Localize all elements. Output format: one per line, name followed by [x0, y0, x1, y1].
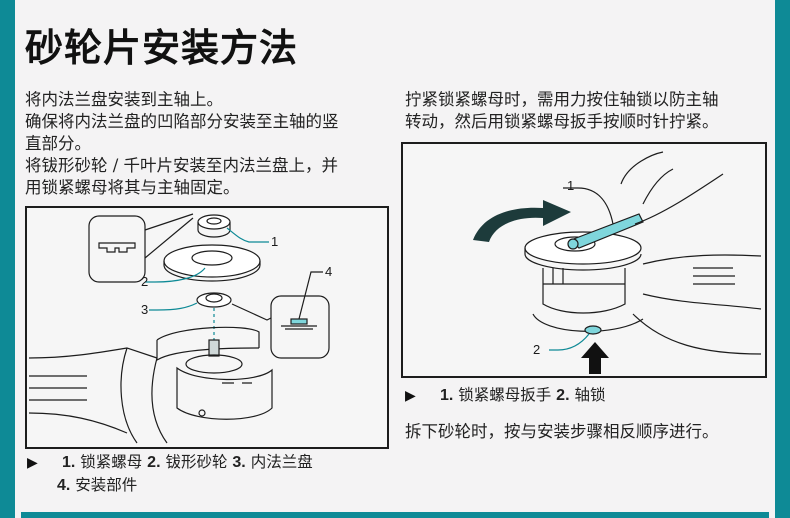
callout-line-1: [226, 227, 269, 243]
caption-text: 钹形砂轮: [165, 453, 228, 471]
bottom-accent-bar: [21, 512, 769, 518]
caption-number: 3.: [232, 454, 246, 471]
lock-nut-icon: [197, 214, 231, 230]
right-accent-bar: [775, 0, 790, 518]
instruction-line: 直部分。: [25, 134, 91, 153]
install-instructions: 将内法兰盘安装到主轴上。 确保将内法兰盘的凹陷部分安装至主轴的竖 直部分。 将钹…: [25, 89, 395, 199]
caption-text: 安装部件: [75, 476, 138, 494]
caption-number: 2.: [147, 454, 161, 471]
tightening-figure-caption: ▶ 1. 锁紧螺母扳手 2. 轴锁: [405, 384, 765, 407]
inset-leader-line: [144, 213, 194, 259]
caption-text: 锁紧螺母扳手: [458, 386, 552, 404]
instruction-line: 确保将内法兰盘的凹陷部分安装至主轴的竖: [25, 112, 339, 131]
lock-nut-profile-icon: [98, 242, 136, 253]
instruction-line: 拧紧锁紧螺母时，需用力按住轴锁以防主轴: [405, 90, 719, 109]
triangle-right-icon: ▶: [405, 388, 416, 404]
caption-text: 内法兰盘: [250, 453, 313, 471]
callout-label-1: 1: [567, 178, 575, 193]
shaft-lock-icon: [584, 325, 602, 335]
page-title: 砂轮片安装方法: [25, 26, 299, 70]
callout-label-4: 4: [325, 264, 333, 279]
tighten-instructions: 拧紧锁紧螺母时，需用力按住轴锁以防主轴 转动，然后用锁紧螺母扳手按顺时针拧紧。: [405, 89, 765, 133]
instruction-line: 将内法兰盘安装到主轴上。: [25, 90, 223, 109]
wheel-guard-icon: [156, 326, 260, 362]
callout-line-2: [549, 333, 590, 351]
tightening-figure: 1 2: [401, 142, 767, 378]
callout-line-4: [298, 271, 323, 320]
callout-label-2: 2: [141, 274, 149, 289]
instruction-line: 转动，然后用锁紧螺母扳手按顺时针拧紧。: [405, 112, 719, 131]
inner-flange-icon: [196, 292, 232, 308]
left-accent-bar: [0, 0, 15, 518]
caption-number: 1.: [61, 454, 76, 471]
inset-leader-line: [231, 303, 272, 321]
caption-number: 1.: [439, 387, 454, 404]
triangle-right-icon: ▶: [27, 455, 38, 471]
assembly-figure: 1 2 3 4: [25, 206, 389, 449]
instruction-line: 将钹形砂轮 / 千叶片安装至内法兰盘上，并: [25, 156, 339, 175]
mounting-part-detail-inset: [270, 295, 330, 359]
depressed-center-wheel-icon: [163, 244, 261, 278]
caption-number: 4.: [57, 477, 71, 494]
lock-nut-detail-inset: [88, 215, 146, 283]
caption-number: 2.: [556, 387, 570, 404]
callout-line-2: [145, 267, 206, 283]
caption-text: 轴锁: [574, 386, 606, 404]
callout-label-2: 2: [533, 342, 541, 357]
instruction-line: 用锁紧螺母将其与主轴固定。: [25, 178, 240, 197]
grinder-assembly-illustration: [28, 213, 330, 444]
push-arrow-icon: [581, 342, 609, 374]
rotation-arrow-icon: [473, 200, 571, 242]
removal-note: 拆下砂轮时，按与安装步骤相反顺序进行。: [405, 422, 719, 441]
grinder-body-icon: [28, 347, 158, 434]
assembly-figure-caption: ▶ 1. 锁紧螺母 2. 钹形砂轮 3. 内法兰盘 4. 安装部件: [27, 451, 397, 497]
wrench-tightening-illustration: [473, 151, 762, 374]
caption-text: 锁紧螺母: [80, 453, 143, 471]
callout-label-1: 1: [271, 234, 279, 249]
callout-line-1: [563, 187, 614, 225]
callout-line-3: [149, 302, 198, 311]
mounting-part-highlight: [290, 318, 308, 325]
callout-label-3: 3: [141, 302, 149, 317]
